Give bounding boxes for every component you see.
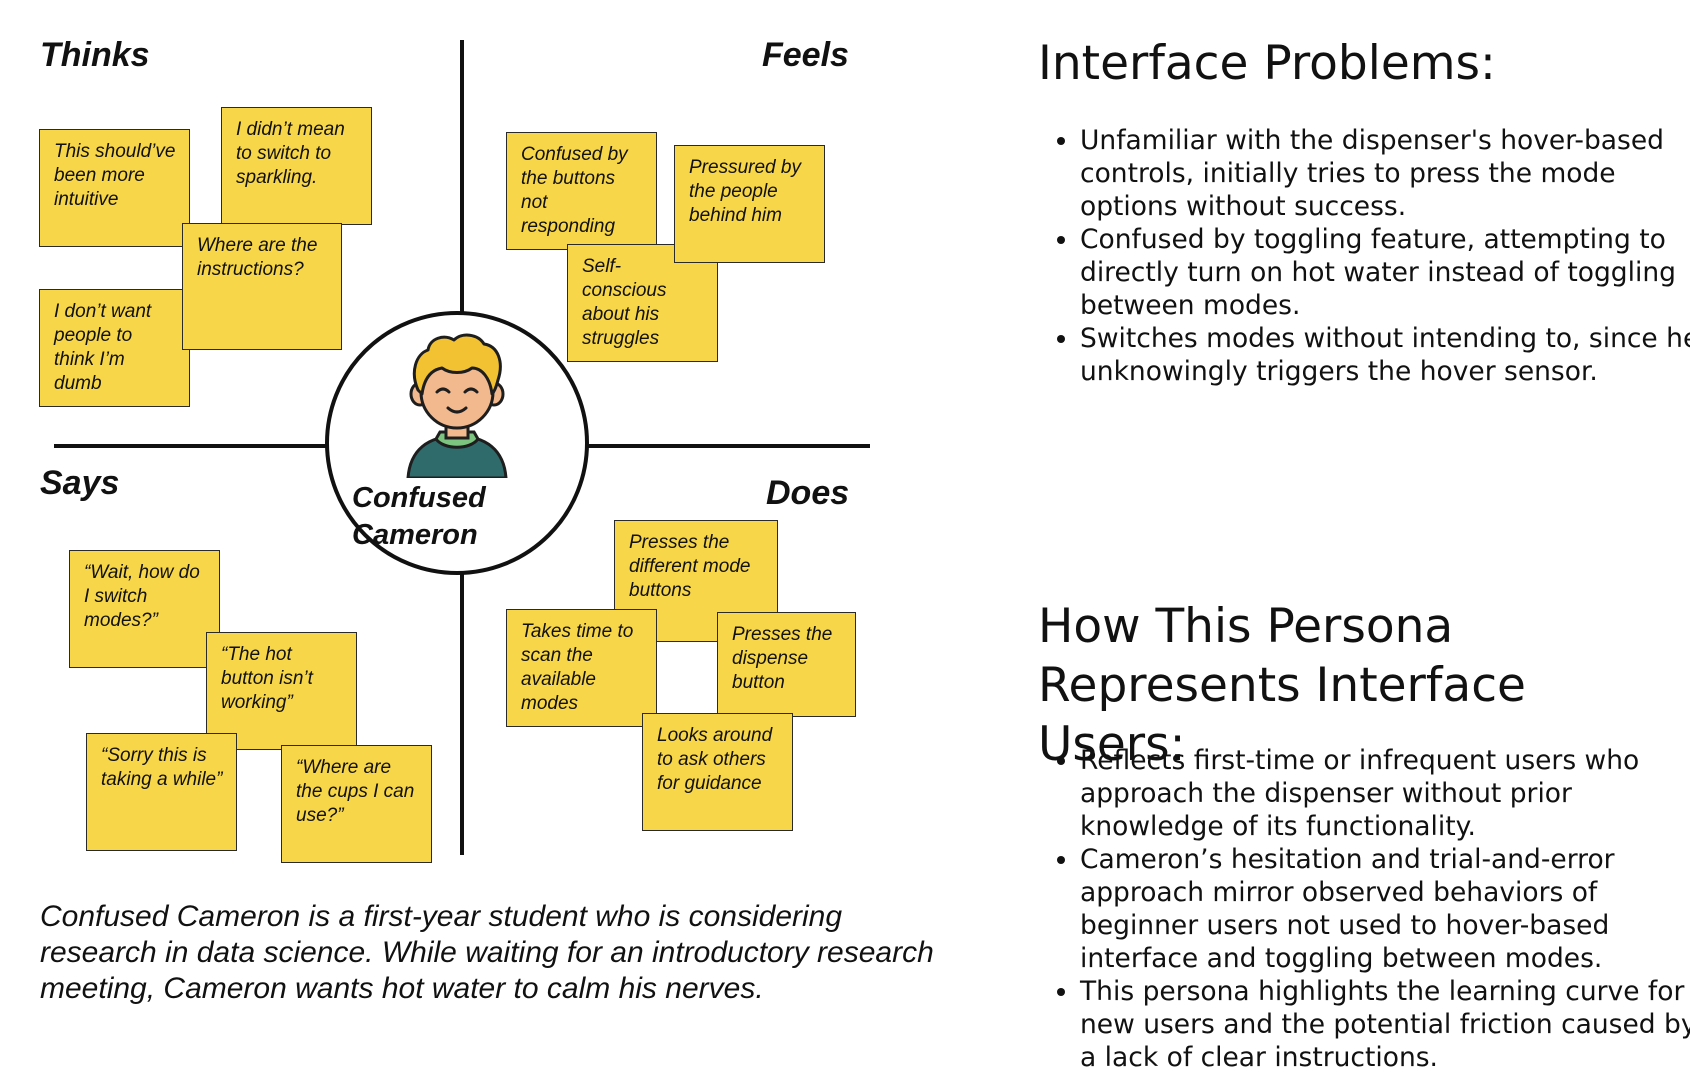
says-note: “Wait, how do I switch modes?” [69,550,220,668]
representation-title: How This Persona Represents Interface Us… [1038,597,1688,774]
persona-name: Confused Cameron [352,480,552,554]
horizontal-axis-right [587,444,870,448]
does-note: Presses the dispense button [717,612,856,717]
thinks-note: I didn’t mean to switch to sparkling. [221,107,372,225]
thinks-note: Where are the instructions? [182,223,342,350]
interface-problem-item: Switches modes without intending to, sin… [1080,322,1690,388]
does-note: Takes time to scan the available modes [506,609,657,727]
interface-problem-item: Unfamiliar with the dispenser's hover-ba… [1080,124,1690,223]
persona-description: Confused Cameron is a first-year student… [40,900,934,1005]
representation-list: Reflects first-time or infrequent users … [1040,744,1690,1074]
vertical-axis-top [460,40,464,315]
says-note: “Where are the cups I can use?” [281,745,432,863]
interface-problem-item: Confused by toggling feature, attempting… [1080,223,1690,322]
says-note: “The hot button isn’t working” [206,632,357,750]
feels-note: Confused by the buttons not responding [506,132,657,250]
thinks-note: I don’t want people to think I’m dumb [39,289,190,407]
feels-note: Pressured by the people behind him [674,145,825,263]
persona-name-line1: Confused [352,482,486,514]
representation-title-line2: Represents Interface Users: [1038,658,1526,772]
quadrant-label-thinks: Thinks [40,36,150,74]
representation-item: Reflects first-time or infrequent users … [1080,744,1690,843]
quadrant-label-does: Does [766,474,850,512]
quadrant-label-feels: Feels [762,36,849,74]
interface-problems-title: Interface Problems: [1038,36,1496,91]
horizontal-axis-left [54,444,328,448]
interface-problems-list: Unfamiliar with the dispenser's hover-ba… [1040,124,1690,388]
feels-note: Self-conscious about his struggles [567,244,718,362]
does-note: Looks around to ask others for guidance [642,713,793,831]
persona-name-line2: Cameron [352,519,478,551]
thinks-note: This should’ve been more intuitive [39,129,190,247]
vertical-axis-bottom [460,574,464,855]
persona-avatar-icon [406,333,508,478]
representation-title-line1: How This Persona [1038,599,1454,654]
quadrant-label-says: Says [40,464,120,502]
representation-item: This persona highlights the learning cur… [1080,975,1690,1074]
says-note: “Sorry this is taking a while” [86,733,237,851]
representation-item: Cameron’s hesitation and trial-and-error… [1080,843,1690,975]
